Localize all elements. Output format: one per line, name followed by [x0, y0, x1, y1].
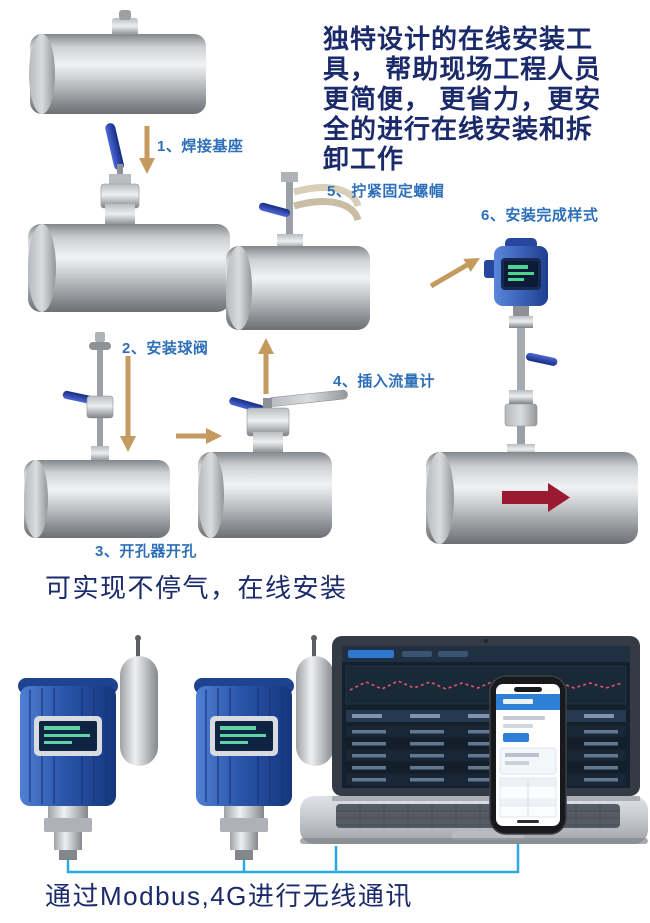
gas-detector-1 [17, 634, 159, 861]
meter-display [508, 265, 534, 281]
weld-base-fitting [112, 10, 138, 36]
hole-opener-tool [62, 332, 114, 462]
step-5-label: 5、拧紧固定螺帽 [327, 183, 445, 200]
step-3-label: 3、开孔器开孔 [95, 543, 197, 560]
pipe-step5 [226, 172, 370, 330]
ball-valve-step4 [229, 389, 348, 454]
step-4-label: 4、插入流量计 [333, 373, 435, 390]
installation-steps-diagram [24, 10, 638, 544]
smartphone [489, 675, 567, 835]
pipe-step3 [24, 332, 170, 538]
pipe-step2 [28, 123, 230, 312]
step-2-label: 2、安装球阀 [122, 340, 209, 357]
arrow-step5-icon [258, 338, 274, 394]
laptop-base [300, 796, 648, 844]
phone-app-screen [496, 694, 560, 818]
arrow-step6-icon [429, 258, 480, 289]
arrow-step4-icon [176, 428, 222, 444]
flow-meter-assembly [484, 238, 558, 456]
insertion-tool [258, 172, 362, 250]
laptop-dashboard-screen [342, 646, 630, 788]
bottom-caption: 通过Modbus,4G进行无线通讯 [45, 881, 413, 911]
middle-caption: 可实现不停气，在线安装 [45, 573, 348, 603]
wireless-communication-diagram [17, 634, 648, 874]
step-6-label: 6、安装完成样式 [481, 207, 599, 224]
step-1-label: 1、焊接基座 [157, 138, 244, 155]
flow-meter-head [484, 238, 548, 306]
pipe-step6 [426, 452, 638, 544]
ball-valve-step2 [100, 123, 140, 226]
arrow-step3-icon [120, 356, 136, 452]
arrow-step1-icon [139, 126, 155, 174]
communication-wires [66, 832, 520, 874]
pipe-step4 [198, 389, 348, 538]
red-right-arrow-icon [502, 483, 570, 512]
intro-text: 独特设计的在线安装工 具， 帮助现场工程人员 更简便， 更省力，更安 全的进行在… [323, 24, 602, 174]
pipe-step1 [29, 10, 206, 114]
laptop [300, 636, 648, 844]
